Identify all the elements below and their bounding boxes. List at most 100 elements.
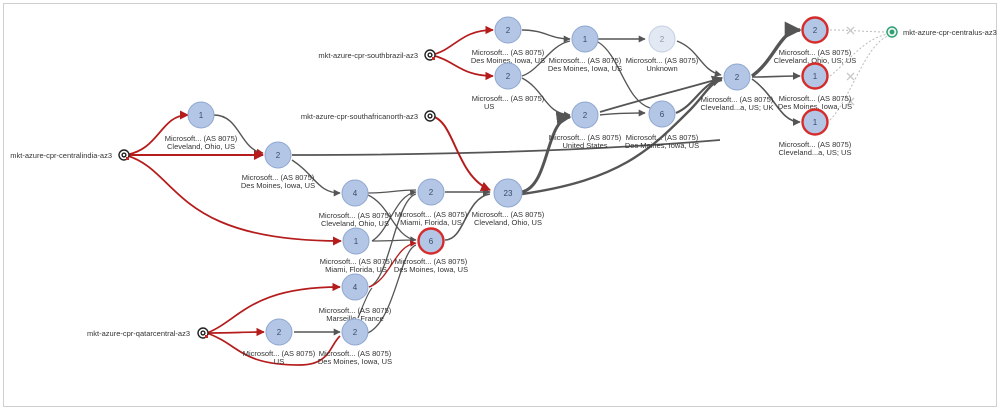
edge-cl2-to-end1b [751, 78, 801, 126]
edge-sb-to-2a [430, 25, 494, 56]
hop-node[interactable]: 4 Microsoft... (AS 8075) Marseille, Fran… [319, 273, 392, 323]
hop-node-alert[interactable]: 6 Microsoft... (AS 8075) Des Moines, Iow… [394, 227, 468, 275]
hop-node-alert[interactable]: 1 Microsoft... (AS 8075) Des Moines, Iow… [778, 62, 852, 112]
edge-ci2-to-cl2 [291, 139, 721, 156]
hop-count: 23 [504, 189, 513, 198]
hop-asn: Microsoft... (AS 8075) [472, 94, 545, 103]
hop-location: Miami, Florida, US [400, 218, 462, 227]
edge-qadm2-to-mar-line [357, 287, 373, 319]
hop-asn: Microsoft... (AS 8075) [626, 56, 699, 65]
hop-location: United States [562, 141, 607, 150]
hop-location: Des Moines, Iowa, US [548, 64, 622, 73]
edge-end1b-to-dest [829, 35, 889, 121]
hop-count: 1 [583, 35, 588, 44]
source-label: mkt-azure-cpr-qatarcentral-az3 [87, 329, 190, 338]
hop-node[interactable]: 2 Microsoft... (AS 8075) US [243, 318, 316, 366]
hop-location: Miami, Florida, US [325, 265, 387, 274]
source-label: mkt-azure-cpr-southbrazil-az3 [318, 51, 418, 60]
edge-dm6r-to-hub [444, 193, 491, 241]
hop-node[interactable]: 1 Microsoft... (AS 8075) Miami, Florida,… [320, 227, 393, 274]
edge-mar4-to-mia2 [368, 193, 417, 288]
edge-us2-to-dm6 [599, 109, 646, 117]
edge-sb-to-2b [430, 54, 494, 81]
hop-node-alert[interactable]: 1 Microsoft... (AS 8075) Cleveland...a, … [779, 108, 852, 158]
edge-oh4-to-mia2 [367, 189, 417, 194]
hop-asn: Microsoft... (AS 8075) [549, 56, 622, 65]
edge-dm6-to-cl2 [675, 75, 724, 115]
edge-end1a-to-dest [829, 33, 889, 77]
hop-location: Des Moines, Iowa, US [778, 102, 852, 111]
hop-count: 2 [660, 35, 665, 44]
edge-hub-to-us2 [521, 111, 572, 194]
hop-count: 2 [353, 328, 358, 337]
edge-qa-to-qa2 [206, 327, 265, 337]
hop-node[interactable]: 2 Microsoft... (AS 8075) Cleveland...a, … [701, 63, 774, 112]
hop-count: 2 [813, 26, 818, 35]
hop-node[interactable]: 2 Microsoft... (AS 8075) Des Moines, Iow… [318, 318, 392, 366]
x-icon [846, 72, 855, 81]
hop-count: 2 [506, 26, 511, 35]
edge-unk-to-cl2 [676, 40, 722, 77]
edge-cl2-to-end2 [750, 21, 802, 78]
hop-count: 6 [660, 110, 665, 119]
hop-asn: Microsoft... (AS 8075) [165, 134, 238, 143]
edge-cl2-to-end1a [751, 72, 801, 81]
hop-node-faded[interactable]: 2 Microsoft... (AS 8075) Unknown [626, 25, 699, 73]
hop-node[interactable]: 2 Microsoft... (AS 8075) Des Moines, Iow… [241, 141, 315, 190]
destination-agent-centralus[interactable]: mkt-azure-cpr-centralus-az3 [886, 26, 997, 38]
hop-asn: Microsoft... (AS 8075) [472, 48, 545, 57]
edge-qa-to-mar4 [206, 282, 341, 334]
hop-location: US [484, 102, 494, 111]
hop-node-alert[interactable]: 2 Microsoft... (AS 8075) Cleveland, Ohio… [774, 16, 857, 66]
source-label: mkt-azure-cpr-southafricanorth-az3 [301, 112, 418, 121]
edge-mia1-to-dm6r [371, 239, 417, 242]
hop-count: 2 [506, 72, 511, 81]
hop-count: 2 [583, 111, 588, 120]
edge-2b-to-1 [521, 40, 571, 77]
hop-node[interactable]: 6 Microsoft... (AS 8075) Des Moines, Iow… [625, 100, 699, 150]
edge-ci-to-1 [124, 110, 189, 156]
hop-node[interactable]: 1 Microsoft... (AS 8075) Des Moines, Iow… [548, 25, 622, 73]
edge-ci-to-mia1 [124, 154, 342, 246]
source-label: mkt-azure-cpr-centralindia-az3 [10, 151, 112, 160]
hop-asn: Microsoft... (AS 8075) [701, 95, 774, 104]
hop-count: 1 [813, 118, 818, 127]
destination-label: mkt-azure-cpr-centralus-az3 [903, 28, 997, 37]
hop-location: Des Moines, Iowa, US [394, 265, 468, 274]
hop-node[interactable]: 1 Microsoft... (AS 8075) Cleveland, Ohio… [165, 101, 238, 151]
edge-mia1-to-mia2 [371, 189, 417, 242]
hop-asn: Microsoft... (AS 8075) [549, 133, 622, 142]
source-agent-southbrazil[interactable]: mkt-azure-cpr-southbrazil-az3 [318, 49, 436, 61]
hop-node[interactable]: 2 Microsoft... (AS 8075) US [472, 62, 545, 111]
hop-asn: Microsoft... (AS 8075) [319, 306, 392, 315]
hop-count: 2 [735, 73, 740, 82]
hop-location: Des Moines, Iowa, US [241, 181, 315, 190]
edge-qa-to-qadm2 [206, 332, 341, 366]
hop-node[interactable]: 23 Microsoft... (AS 8075) Cleveland, Ohi… [472, 178, 545, 227]
hop-location: Des Moines, Iowa, US [471, 56, 545, 65]
hop-asn: Microsoft... (AS 8075) [472, 210, 545, 219]
edge-mar4-to-dm6r [368, 240, 417, 288]
hop-location: Des Moines, Iowa, US [318, 357, 392, 366]
hop-count: 2 [429, 188, 434, 197]
hop-location: US [274, 357, 284, 366]
source-agent-southafricanorth[interactable]: mkt-azure-cpr-southafricanorth-az3 [301, 110, 436, 122]
hop-node[interactable]: 2 Microsoft... (AS 8075) Miami, Florida,… [395, 178, 468, 227]
source-agent-centralindia[interactable]: mkt-azure-cpr-centralindia-az3 [10, 149, 130, 161]
hop-node[interactable]: 2 Microsoft... (AS 8075) Des Moines, Iow… [471, 16, 545, 65]
hop-location: Cleveland, Ohio, US; US [774, 56, 857, 65]
source-agent-qatarcentral[interactable]: mkt-azure-cpr-qatarcentral-az3 [87, 327, 209, 339]
hop-node[interactable]: 2 Microsoft... (AS 8075) United States [549, 101, 622, 150]
hop-asn: Microsoft... (AS 8075) [779, 140, 852, 149]
hop-asn: Microsoft... (AS 8075) [395, 210, 468, 219]
edge-oh4-to-dm6r [367, 194, 417, 243]
hop-count: 4 [353, 189, 358, 198]
hop-location: Cleveland...a, US; UK [701, 103, 774, 112]
hop-count: 6 [429, 237, 434, 246]
hop-count: 1 [813, 72, 818, 81]
hop-node[interactable]: 4 Microsoft... (AS 8075) Cleveland, Ohio… [319, 179, 392, 228]
edge-ci2-to-oh4 [291, 159, 341, 197]
hop-asn: Microsoft... (AS 8075) [320, 257, 393, 266]
hop-asn: Microsoft... (AS 8075) [626, 133, 699, 142]
